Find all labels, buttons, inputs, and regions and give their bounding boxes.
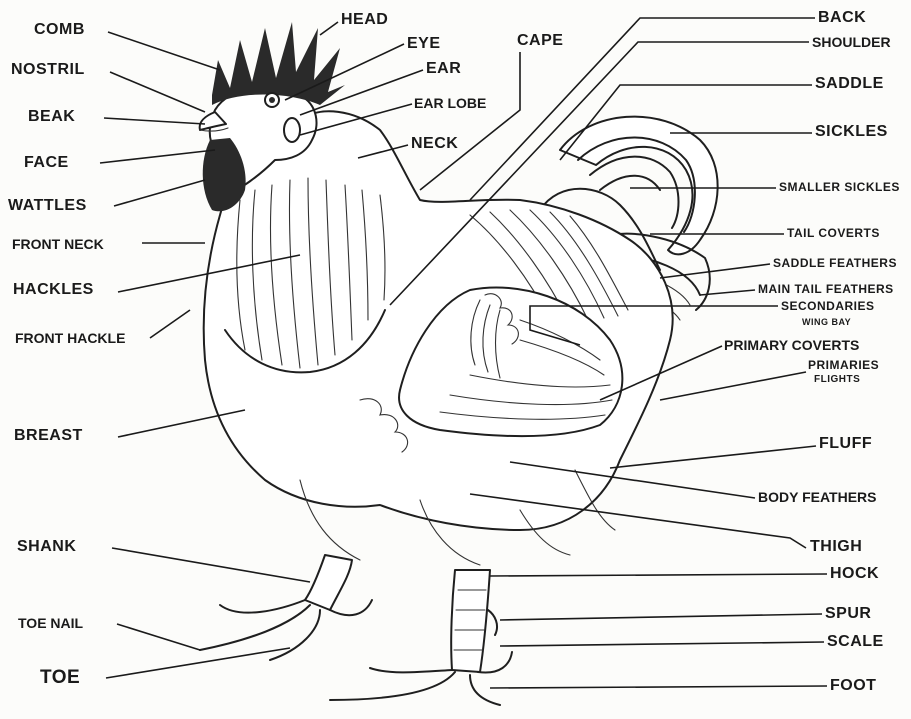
- label-primaries: PRIMARIES: [808, 359, 879, 371]
- label-sickles: SICKLES: [815, 124, 888, 140]
- label-saddle: SADDLE: [815, 76, 884, 92]
- rooster-drawing: [200, 22, 718, 705]
- label-fluff: FLUFF: [819, 436, 872, 452]
- label-neck: NECK: [411, 136, 458, 152]
- label-smaller-sickles: SMALLER SICKLES: [779, 181, 900, 193]
- label-toe-nail: TOE NAIL: [18, 616, 83, 630]
- label-scale: SCALE: [827, 634, 884, 650]
- label-breast: BREAST: [14, 428, 83, 444]
- label-back: BACK: [818, 10, 866, 26]
- label-shank: SHANK: [17, 539, 76, 555]
- label-nostril: NOSTRIL: [11, 62, 85, 78]
- label-head: HEAD: [341, 12, 388, 28]
- label-hock: HOCK: [830, 566, 879, 582]
- label-front-neck: FRONT NECK: [12, 237, 104, 251]
- label-saddle-feathers: SADDLE FEATHERS: [773, 257, 897, 269]
- label-spur: SPUR: [825, 606, 871, 622]
- label-cape: CAPE: [517, 33, 563, 49]
- label-beak: BEAK: [28, 109, 75, 125]
- label-thigh: THIGH: [810, 539, 862, 555]
- label-flights: FLIGHTS: [814, 375, 860, 385]
- label-comb: COMB: [34, 22, 85, 38]
- label-primary-coverts: PRIMARY COVERTS: [724, 338, 859, 352]
- label-ear: EAR: [426, 61, 461, 77]
- label-shoulder: SHOULDER: [812, 35, 891, 49]
- label-face: FACE: [24, 155, 69, 171]
- label-foot: FOOT: [830, 678, 876, 694]
- label-wing-bay: WING BAY: [802, 318, 851, 327]
- label-body-feathers: BODY FEATHERS: [758, 490, 877, 504]
- label-tail-coverts: TAIL COVERTS: [787, 227, 880, 239]
- label-hackles: HACKLES: [13, 282, 94, 298]
- label-toe: TOE: [40, 668, 80, 687]
- legs: [200, 555, 512, 705]
- label-front-hackle: FRONT HACKLE: [15, 331, 125, 345]
- label-secondaries: SECONDARIES: [781, 300, 875, 312]
- label-wattles: WATTLES: [8, 198, 87, 214]
- label-ear-lobe: EAR LOBE: [414, 96, 486, 110]
- label-main-tail-feathers: MAIN TAIL FEATHERS: [758, 283, 894, 295]
- label-eye: EYE: [407, 36, 441, 52]
- comb-shape: [212, 22, 345, 105]
